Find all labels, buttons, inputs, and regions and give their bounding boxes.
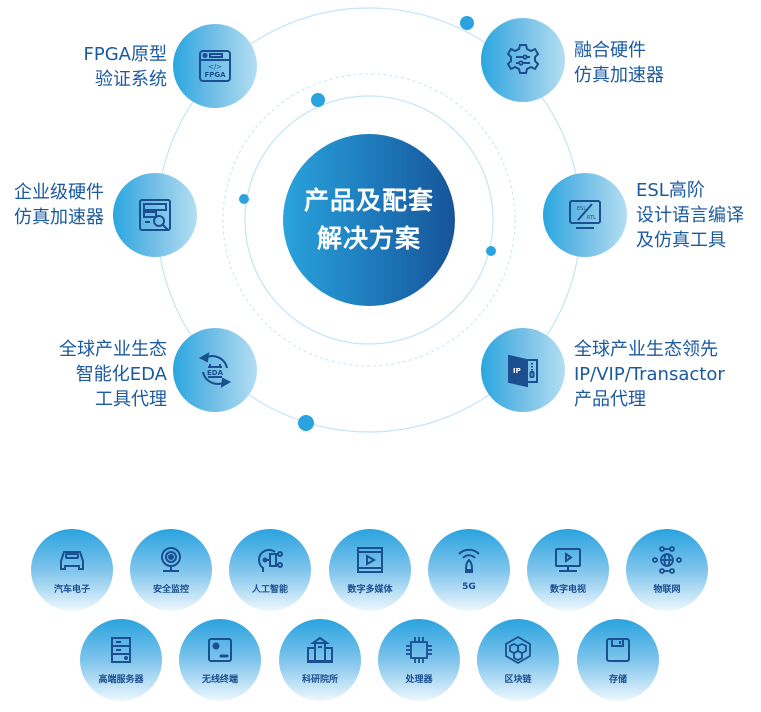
industry-digital-tv[interactable]: 数字电视 (527, 529, 609, 611)
gear-settings-icon (506, 44, 540, 74)
solution-hw-accel-label: 融合硬件仿真加速器 (574, 40, 664, 86)
search-document-icon (139, 199, 171, 231)
industry-processor[interactable]: 处理器 (378, 619, 460, 701)
solution-fpga[interactable]: </> FPGA (173, 24, 257, 108)
iot-globe-icon (652, 546, 682, 574)
orbit-dot (239, 194, 249, 204)
industry-security-monitoring[interactable]: 安全监控 (130, 529, 212, 611)
svg-text:ESL: ESL (577, 206, 586, 212)
institute-building-icon (307, 636, 333, 663)
solution-hw-accel[interactable] (481, 18, 565, 102)
esl-rtl-monitor-icon: ESL RTL (569, 200, 601, 229)
blockchain-cubes-icon (505, 635, 531, 665)
industry-digital-media[interactable]: 数字多媒体 (329, 529, 411, 611)
svg-text:RTL: RTL (587, 215, 596, 221)
ip-door-icon: IP (508, 354, 538, 388)
webcam-icon (161, 547, 181, 572)
orbit-dot (311, 93, 325, 107)
industry-5g[interactable]: 5G (428, 529, 510, 611)
industry-iot[interactable]: 物联网 (626, 529, 708, 611)
industry-research-institute[interactable]: 科研院所 (279, 619, 361, 701)
solution-esl-label: ESL高阶设计语言编译及仿真工具 (636, 180, 744, 251)
media-play-icon (357, 547, 383, 573)
center-title-line2: 解决方案 (316, 224, 421, 253)
wireless-terminal-icon (208, 638, 232, 662)
ai-head-icon (257, 548, 283, 572)
orbit-dot (298, 415, 314, 431)
industry-ai[interactable]: 人工智能 (229, 529, 311, 611)
industry-blockchain[interactable]: 区块链 (477, 619, 559, 701)
fpga-window-icon: </> FPGA (199, 50, 231, 82)
eda-cycle-icon: EDA (198, 352, 232, 388)
tv-icon (555, 548, 581, 572)
svg-text:</>: </> (208, 63, 222, 71)
solution-enterprise-accel[interactable] (113, 173, 197, 257)
center-title-line1: 产品及配套 (303, 186, 434, 215)
solution-ip[interactable]: IP (481, 328, 565, 412)
industry-wireless-terminal[interactable]: 无线终端 (179, 619, 261, 701)
svg-text:IP: IP (513, 367, 521, 375)
orbit-dot (486, 246, 496, 256)
car-icon (60, 551, 84, 570)
cpu-chip-icon (406, 637, 432, 663)
industry-auto-electronics[interactable]: 汽车电子 (31, 529, 113, 611)
solution-esl[interactable]: ESL RTL (543, 173, 627, 257)
industry-high-end-server[interactable]: 高端服务器 (80, 619, 162, 701)
industry-storage[interactable]: 存储 (577, 619, 659, 701)
solution-enterprise-accel-label: 企业级硬件仿真加速器 (14, 182, 104, 228)
svg-text:EDA: EDA (207, 369, 224, 377)
solution-fpga-label: FPGA原型验证系统 (83, 44, 167, 90)
antenna-signal-icon (458, 548, 480, 573)
solution-eda[interactable]: EDA (173, 328, 257, 412)
orbit-dot (460, 16, 474, 30)
floppy-storage-icon (606, 638, 630, 662)
svg-text:FPGA: FPGA (204, 71, 226, 79)
center-hub[interactable]: 产品及配套 解决方案 (283, 134, 455, 306)
server-icon (111, 637, 131, 663)
